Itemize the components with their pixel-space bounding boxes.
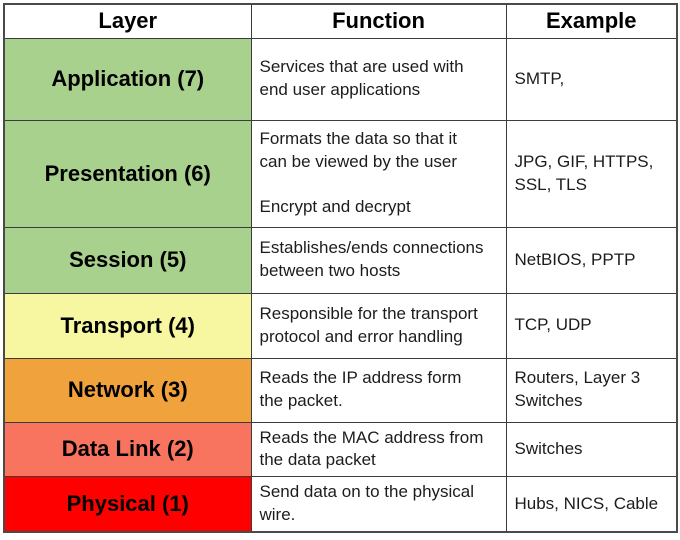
example-cell: SMTP,	[505, 37, 678, 121]
layer-cell: Data Link (2)	[3, 421, 252, 478]
osi-model-table: Layer Function Example Application (7)Se…	[3, 3, 678, 534]
function-cell: Formats the data so that it can be viewe…	[250, 119, 507, 228]
layer-cell: Presentation (6)	[3, 119, 252, 228]
function-cell: Reads the MAC address from the data pack…	[250, 421, 507, 478]
table-row: Transport (4)Responsible for the transpo…	[3, 292, 678, 359]
layer-cell: Application (7)	[3, 37, 252, 121]
function-cell: Send data on to the physical wire.	[250, 476, 507, 533]
header-row: Layer Function Example	[3, 3, 678, 39]
layer-cell: Physical (1)	[3, 476, 252, 533]
function-cell: Services that are used with end user app…	[250, 37, 507, 121]
table-row: Presentation (6)Formats the data so that…	[3, 119, 678, 228]
layer-cell: Network (3)	[3, 357, 252, 423]
table-body: Application (7)Services that are used wi…	[3, 37, 678, 533]
example-cell: NetBIOS, PPTP	[505, 226, 678, 294]
example-cell: Switches	[505, 421, 678, 478]
column-header-layer: Layer	[3, 3, 252, 39]
layer-cell: Transport (4)	[3, 292, 252, 359]
layer-cell: Session (5)	[3, 226, 252, 294]
table-row: Application (7)Services that are used wi…	[3, 37, 678, 121]
example-cell: JPG, GIF, HTTPS, SSL, TLS	[505, 119, 678, 228]
example-cell: Hubs, NICS, Cable	[505, 476, 678, 533]
column-header-function: Function	[250, 3, 507, 39]
table-row: Data Link (2)Reads the MAC address from …	[3, 421, 678, 478]
table-row: Session (5)Establishes/ends connections …	[3, 226, 678, 294]
example-cell: TCP, UDP	[505, 292, 678, 359]
function-cell: Reads the IP address form the packet.	[250, 357, 507, 423]
table-row: Network (3)Reads the IP address form the…	[3, 357, 678, 423]
example-cell: Routers, Layer 3 Switches	[505, 357, 678, 423]
column-header-example: Example	[505, 3, 678, 39]
function-cell: Establishes/ends connections between two…	[250, 226, 507, 294]
table-row: Physical (1)Send data on to the physical…	[3, 476, 678, 533]
function-cell: Responsible for the transport protocol a…	[250, 292, 507, 359]
